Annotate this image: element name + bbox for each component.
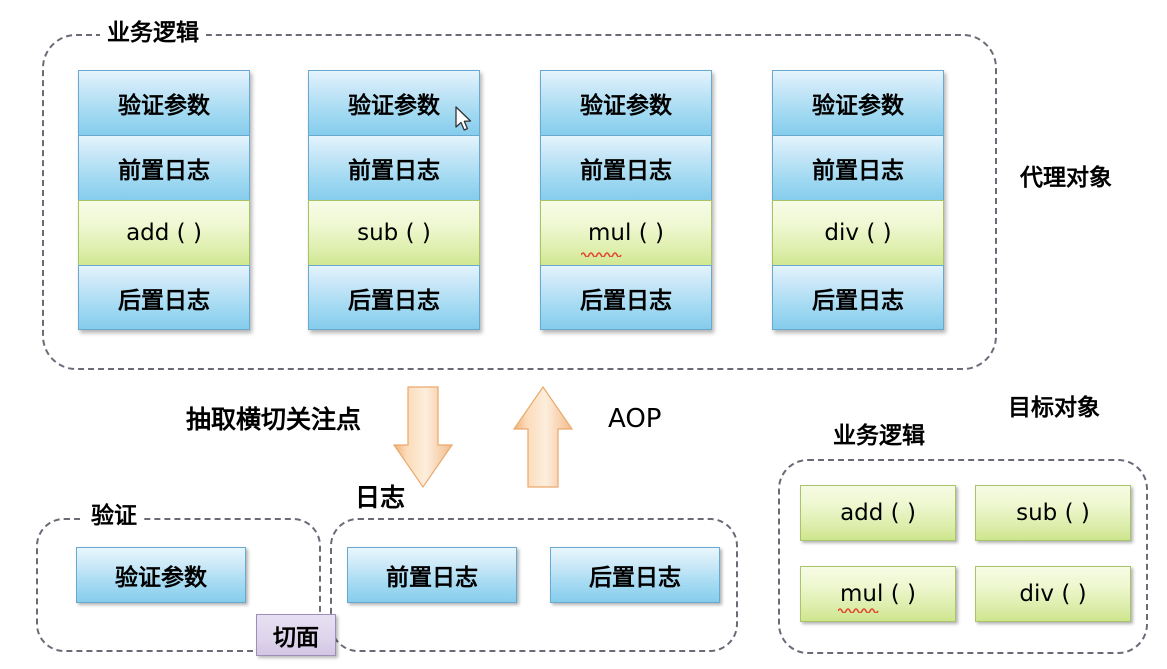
aop-weave-arrow bbox=[512, 386, 576, 494]
log-aspect-group bbox=[330, 518, 738, 652]
proxy-column-mul: 验证参数 前置日志 mul ( ) 后置日志 bbox=[540, 70, 712, 330]
target-business-logic-group bbox=[778, 459, 1148, 654]
proxy-object-caption: 代理对象 bbox=[1020, 165, 1112, 191]
proxy-cell: 后置日志 bbox=[78, 265, 250, 330]
proxy-cell-method: mul ( ) bbox=[540, 200, 712, 265]
verify-param-box: 验证参数 bbox=[76, 547, 246, 603]
log-flow-label: 日志 bbox=[355, 483, 406, 512]
target-method-div: div ( ) bbox=[975, 566, 1131, 622]
target-method-sub: sub ( ) bbox=[975, 485, 1131, 541]
proxy-cell: 验证参数 bbox=[772, 70, 944, 135]
proxy-cell: 前置日志 bbox=[540, 135, 712, 200]
proxy-group-label: 业务逻辑 bbox=[100, 22, 206, 45]
proxy-cell: 验证参数 bbox=[78, 70, 250, 135]
aspect-badge: 切面 bbox=[256, 614, 336, 656]
proxy-cell: 后置日志 bbox=[540, 265, 712, 330]
verify-aspect-group bbox=[36, 518, 321, 652]
proxy-cell-method: sub ( ) bbox=[308, 200, 480, 265]
extract-crosscutting-label: 抽取横切关注点 bbox=[186, 405, 362, 434]
proxy-cell: 前置日志 bbox=[308, 135, 480, 200]
proxy-column-div: 验证参数 前置日志 div ( ) 后置日志 bbox=[772, 70, 944, 330]
verify-group-label: 验证 bbox=[84, 505, 144, 528]
target-group-label: 业务逻辑 bbox=[826, 425, 932, 448]
proxy-cell: 前置日志 bbox=[772, 135, 944, 200]
proxy-cell: 后置日志 bbox=[772, 265, 944, 330]
before-log-box: 前置日志 bbox=[347, 547, 517, 603]
proxy-cell: 后置日志 bbox=[308, 265, 480, 330]
proxy-column-add: 验证参数 前置日志 add ( ) 后置日志 bbox=[78, 70, 250, 330]
after-log-box: 后置日志 bbox=[550, 547, 720, 603]
target-method-add: add ( ) bbox=[800, 485, 956, 541]
aop-label: AOP bbox=[608, 404, 662, 434]
target-object-caption: 目标对象 bbox=[1008, 395, 1100, 421]
proxy-column-sub: 验证参数 前置日志 sub ( ) 后置日志 bbox=[308, 70, 480, 330]
mouse-cursor-icon bbox=[455, 106, 472, 131]
target-method-mul: mul ( ) bbox=[800, 566, 956, 622]
extract-crosscutting-arrow bbox=[392, 386, 456, 494]
proxy-object-group bbox=[42, 34, 997, 370]
proxy-cell: 验证参数 bbox=[308, 70, 480, 135]
proxy-cell-method: add ( ) bbox=[78, 200, 250, 265]
proxy-cell-method: div ( ) bbox=[772, 200, 944, 265]
proxy-cell: 验证参数 bbox=[540, 70, 712, 135]
proxy-cell: 前置日志 bbox=[78, 135, 250, 200]
